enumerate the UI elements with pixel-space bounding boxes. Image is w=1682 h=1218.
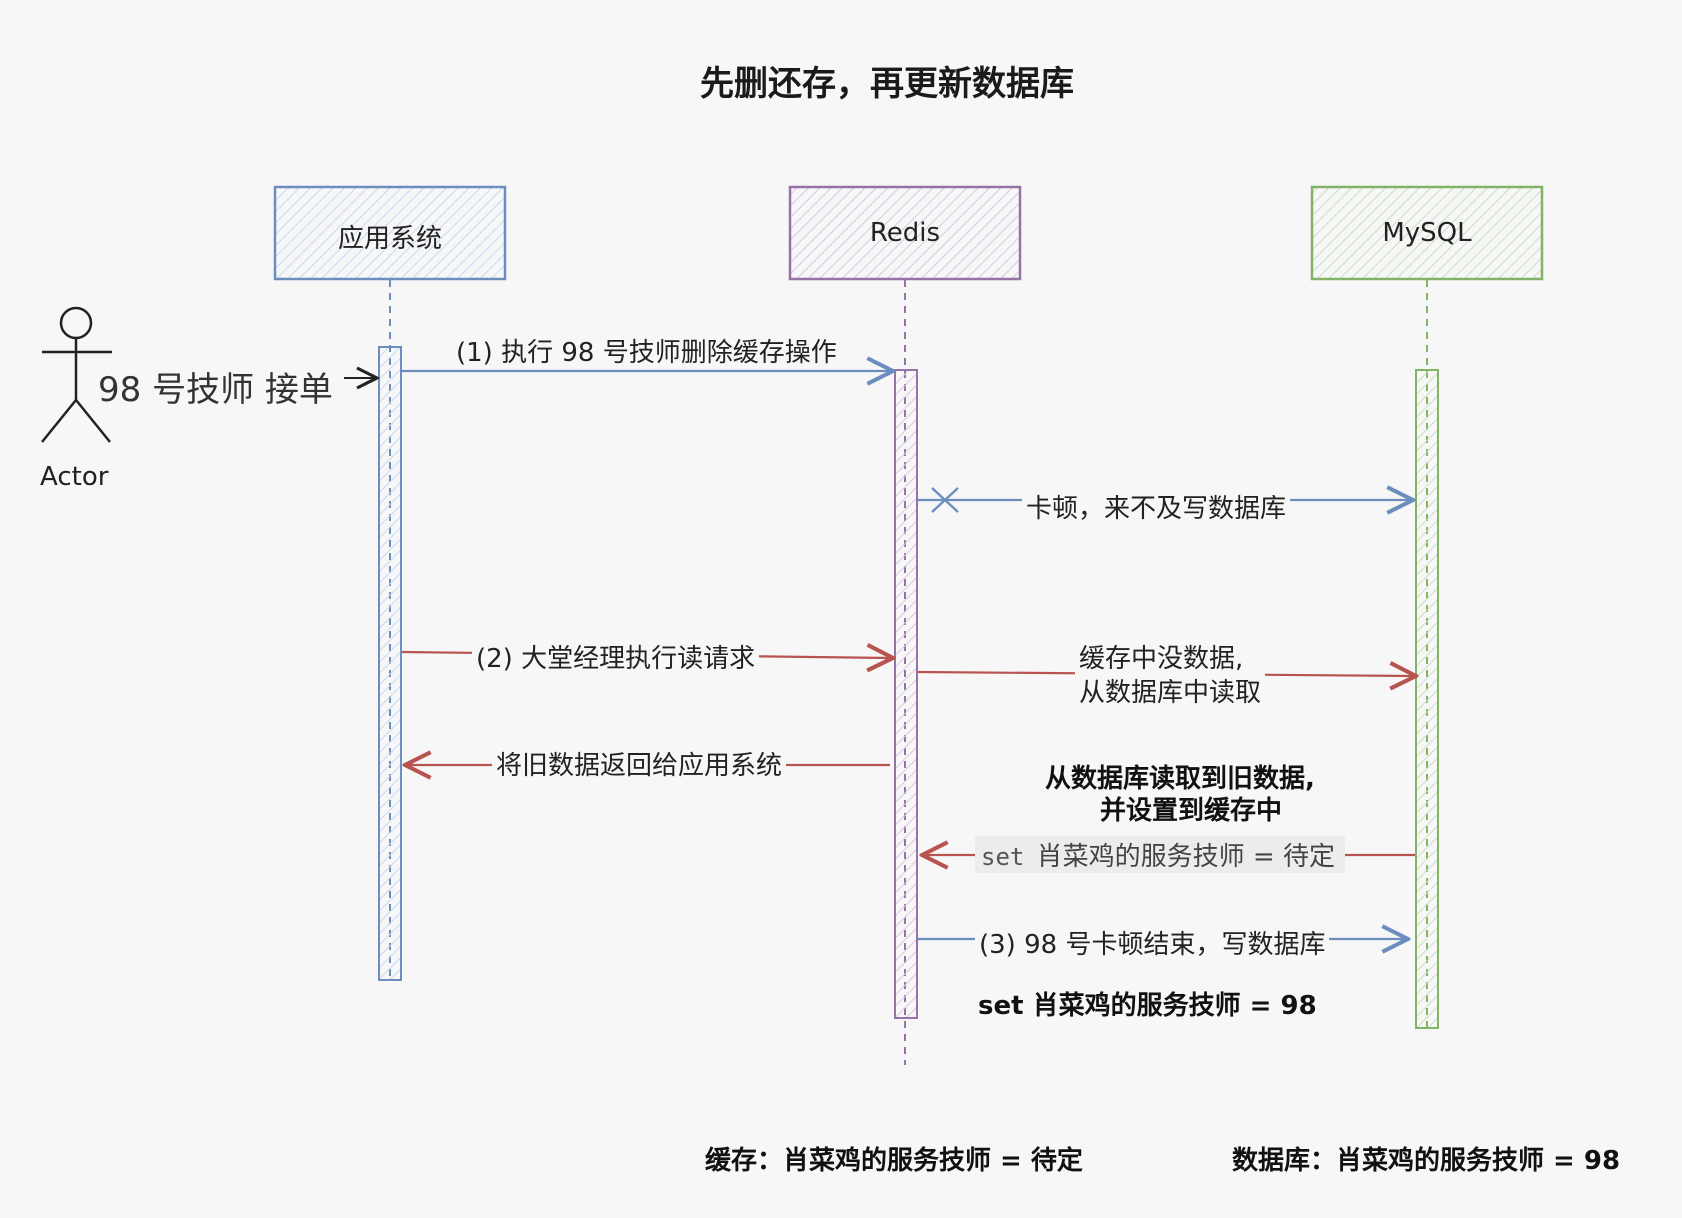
message-set-db: set 肖菜鸡的服务技师 = 98 bbox=[978, 991, 1317, 1021]
actor-figure bbox=[41, 306, 112, 443]
participant-app-label: 应用系统 bbox=[337, 224, 442, 254]
message-1: (1) 执行 98 号技师删除缓存操作 bbox=[452, 332, 841, 369]
message-2: (2) 大堂经理执行读请求 bbox=[472, 638, 760, 675]
footer-cache-state: 缓存：肖菜鸡的服务技师 = 待定 bbox=[705, 1146, 1083, 1176]
actor-name: Actor bbox=[40, 462, 109, 492]
message-read-old-line1: 从数据库读取到旧数据, bbox=[1045, 764, 1315, 794]
page-title: 先删还存，再更新数据库 bbox=[700, 64, 1074, 104]
activation-app bbox=[378, 346, 402, 981]
message-miss-line2: 从数据库中读取 bbox=[1075, 672, 1266, 709]
message-3: (3) 98 号卡顿结束，写数据库 bbox=[975, 924, 1330, 961]
actor-message: 98 号技师 接单 bbox=[98, 370, 333, 410]
cross-icon bbox=[931, 487, 959, 513]
message-return: 将旧数据返回给应用系统 bbox=[492, 745, 787, 782]
box-redis bbox=[788, 185, 1022, 281]
participant-redis-label: Redis bbox=[869, 218, 941, 248]
message-stall: 卡顿，来不及写数据库 bbox=[1022, 488, 1291, 525]
box-mysql bbox=[1310, 185, 1544, 281]
activation-redis bbox=[894, 369, 918, 1019]
footer-db-state: 数据库：肖菜鸡的服务技师 = 98 bbox=[1232, 1146, 1621, 1176]
message-set-cache: set 肖菜鸡的服务技师 = 待定 bbox=[975, 836, 1345, 873]
box-app bbox=[273, 185, 507, 281]
message-read-old-line2: 并设置到缓存中 bbox=[1100, 796, 1283, 826]
set-cache-command: set bbox=[981, 843, 1025, 871]
activation-mysql bbox=[1415, 369, 1439, 1029]
participant-mysql-label: MySQL bbox=[1382, 218, 1472, 248]
set-cache-value: 肖菜鸡的服务技师 = 待定 bbox=[1024, 842, 1339, 872]
message-miss-line1: 缓存中没数据, bbox=[1075, 638, 1248, 675]
